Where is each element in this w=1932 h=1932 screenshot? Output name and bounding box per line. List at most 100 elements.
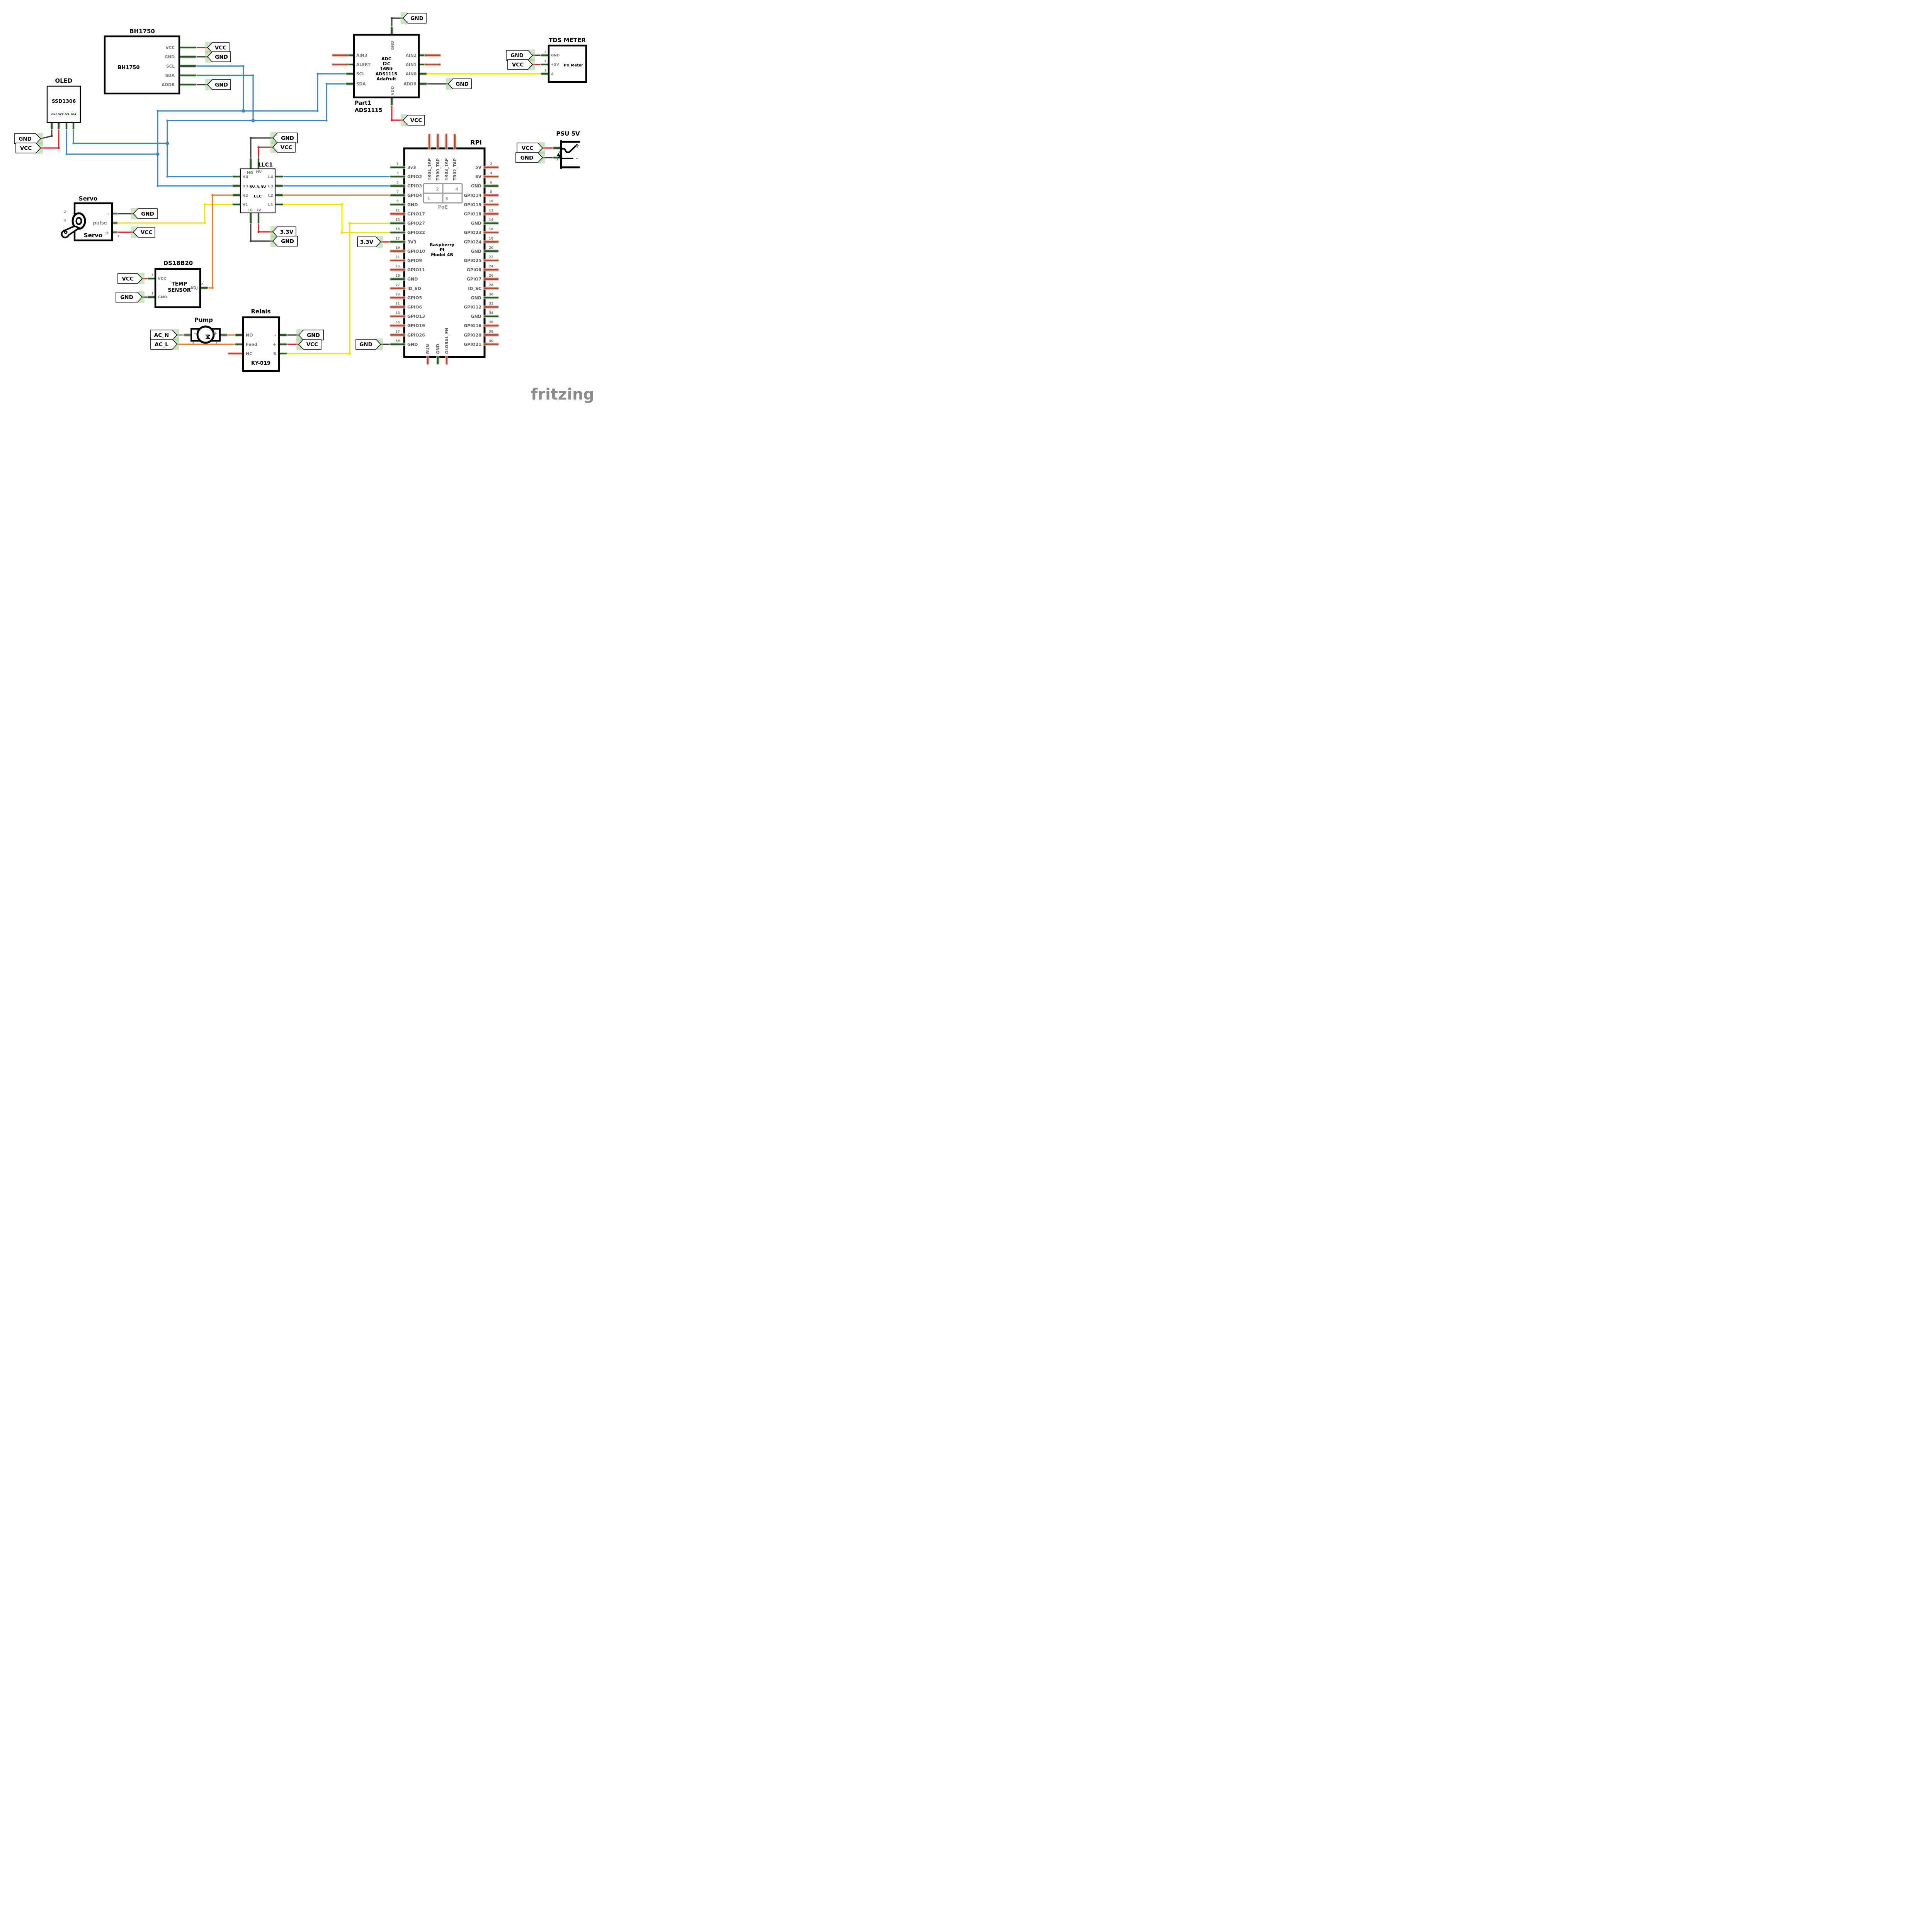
wire-junction-dot	[257, 231, 260, 233]
net-flag-gnd[interactable]	[402, 13, 427, 24]
net-flag-label: GND	[120, 294, 133, 301]
rpi-pin-number-right: 28	[489, 283, 493, 287]
wire-blue[interactable]	[157, 110, 234, 187]
tds-meter-body[interactable]	[548, 44, 587, 83]
ads1115-pin-label: ALERT	[356, 63, 371, 67]
net-flag-ac_n[interactable]	[150, 330, 178, 340]
wire-junction-dot	[340, 231, 344, 234]
tds-meter-pin-label: +5V	[551, 63, 559, 67]
llc1-pin-label: HV	[256, 170, 262, 174]
rpi-pin-label-right: 5V	[475, 174, 482, 179]
rpi-poe-cell-number: 3	[445, 196, 448, 201]
rpi-pin-number-right: 8	[490, 190, 492, 194]
net-flag-vcc[interactable]	[507, 59, 533, 70]
net-flag-gnd[interactable]	[298, 330, 324, 340]
net-flag-vcc[interactable]	[298, 339, 321, 350]
net-flag-gnd[interactable]	[207, 79, 231, 90]
net-flag-gnd[interactable]	[515, 152, 543, 163]
net-flag-vcc[interactable]	[117, 273, 143, 284]
net-flag-label: GND	[359, 342, 372, 348]
rpi-pin-label-right: ID_SC	[468, 286, 481, 291]
net-flag-vcc[interactable]	[272, 142, 296, 153]
wire-junction-dot	[242, 109, 245, 113]
net-flag-gnd[interactable]	[133, 208, 158, 219]
rpi-pin-label-left: GPIO2	[407, 174, 422, 179]
net-flag-vcc[interactable]	[402, 115, 425, 126]
rpi-pin-label-left: 3v3	[407, 165, 416, 170]
ds18b20-pin-label: VCC	[158, 277, 166, 281]
wire-yellow[interactable]	[285, 223, 392, 354]
rpi-poe-label: PoE	[438, 204, 447, 210]
relais-ky019-pin-label: NO	[246, 333, 253, 338]
servo-shape	[61, 225, 80, 238]
net-flag-label: GND	[281, 238, 294, 245]
ads1115-pin-label: AIN1	[406, 63, 417, 67]
net-flag-gnd[interactable]	[207, 51, 231, 62]
llc1-pin-label: H3	[242, 184, 248, 189]
net-flag-vcc[interactable]	[15, 143, 41, 153]
ds18b20-pin-label: ADJ	[190, 286, 198, 290]
net-flag-ac_l[interactable]	[150, 339, 178, 350]
net-flag-gnd[interactable]	[272, 133, 298, 143]
ads1115-text: I2C	[383, 61, 390, 66]
llc1-body[interactable]	[240, 168, 276, 214]
rpi-pin-label-left: GPIO3	[407, 184, 422, 189]
net-flag-gnd[interactable]	[14, 133, 41, 144]
rpi-bottom-pin-label: GND	[436, 344, 440, 354]
wire-junction-dot	[391, 119, 393, 121]
rpi-pin-number-right: 12	[489, 209, 493, 213]
net-flag-3.3v[interactable]	[272, 226, 296, 237]
wire-yellow[interactable]	[281, 204, 392, 233]
oled-ssd1306-body[interactable]	[46, 85, 81, 123]
wire-blue[interactable]	[167, 83, 348, 121]
llc1-pin-label: L4	[268, 175, 273, 179]
bh1750-pin-label: SCL	[166, 64, 175, 69]
ds18b20-text: TEMP	[172, 281, 187, 287]
rpi-pin-number-right: 38	[489, 330, 493, 334]
wire-blue[interactable]	[157, 73, 348, 112]
wire-dark[interactable]	[250, 137, 274, 160]
net-flag-label: AC_N	[154, 332, 169, 338]
wire-blue[interactable]	[73, 128, 168, 144]
wire-junction-dot	[211, 287, 214, 289]
ads1115-body[interactable]	[353, 34, 420, 99]
net-flag-gnd[interactable]	[447, 78, 472, 89]
rpi-pin-number-left: 13	[395, 218, 400, 222]
wire-yellow[interactable]	[116, 204, 234, 224]
bh1750-body[interactable]	[104, 35, 180, 95]
rpi-pin-label-right: 5V	[475, 165, 482, 170]
rpi-pin-label-left: GPIO26	[407, 333, 425, 338]
ads1115-pin-label: AIN3	[356, 53, 367, 58]
wire-junction-dot	[204, 222, 206, 224]
rpi-pin-label-right: GPIO18	[464, 212, 481, 217]
wire-orange[interactable]	[206, 194, 234, 289]
rpi-top-pin-label: TR01_TAP	[427, 158, 432, 180]
wire-blue[interactable]	[167, 120, 234, 177]
ads1115-pin-label: ADDR	[403, 82, 417, 87]
rpi-bottom-pin-label: RUN	[426, 344, 430, 354]
net-flag-gnd[interactable]	[506, 50, 533, 61]
net-flag-vcc[interactable]	[133, 227, 155, 238]
ads1115-pin-label: SCL	[356, 72, 365, 77]
net-flag-label: GND	[456, 81, 469, 87]
rpi-pin-number-right: 10	[489, 199, 493, 203]
servo-shape	[75, 217, 82, 225]
rpi-pin-label-right: GND	[471, 314, 481, 319]
net-flag-gnd[interactable]	[272, 236, 298, 247]
net-flag-gnd[interactable]	[116, 292, 143, 303]
relais-ky019-body[interactable]	[242, 316, 280, 372]
wire-blue[interactable]	[66, 128, 158, 155]
oled-ssd1306-text: OLED	[55, 77, 72, 84]
net-flag-gnd[interactable]	[355, 339, 381, 350]
ds18b20-pin-number: 3	[151, 273, 153, 277]
ads1115-text: ADS1115	[355, 107, 383, 114]
rpi-pin-label-left: ID_SD	[407, 286, 421, 291]
ds18b20-body[interactable]	[154, 268, 201, 308]
net-flag-vcc[interactable]	[207, 42, 230, 53]
pump-text: M	[204, 334, 211, 340]
rpi-pin-number-right: 2	[490, 162, 492, 166]
rpi-pin-number-left: 1	[396, 162, 399, 166]
net-flag-3.3v[interactable]	[357, 236, 381, 247]
llc1-text: LLC1	[258, 162, 273, 168]
net-flag-vcc[interactable]	[517, 143, 543, 153]
